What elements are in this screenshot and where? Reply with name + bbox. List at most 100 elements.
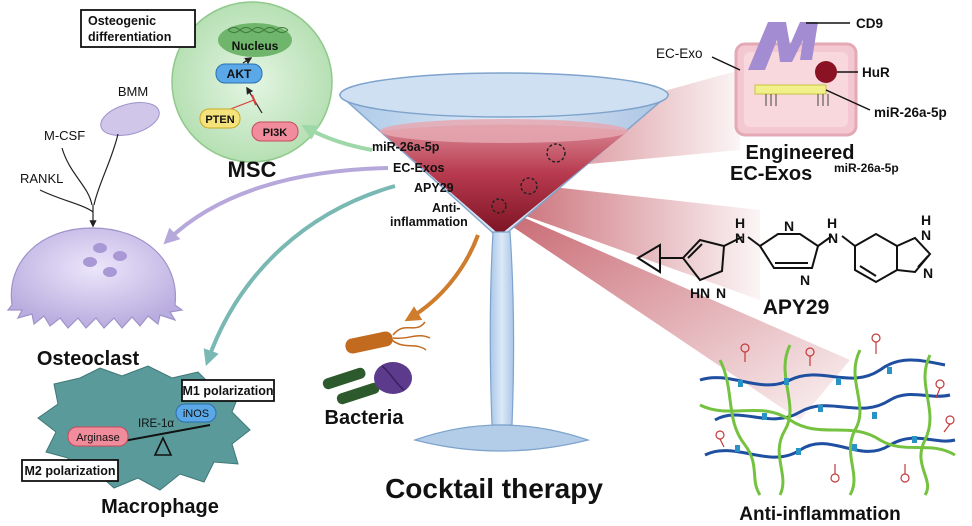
- drug-tag: [935, 379, 945, 389]
- ecexos-label: EC-Exos: [730, 163, 812, 185]
- atom-h2: H: [827, 215, 837, 231]
- pten-label: PTEN: [205, 114, 234, 126]
- akt-to-nucleus-arrow: [242, 57, 253, 65]
- cocktail-glass: miR-26a-5p EC-Exos APY29 Anti- inflammat…: [338, 72, 670, 452]
- flagella: [391, 321, 431, 351]
- apy29-label: APY29: [763, 296, 830, 319]
- bmm-line: [93, 133, 119, 206]
- arrow-to-macrophage: [203, 184, 396, 367]
- pi3k-node: [251, 121, 299, 142]
- crosslink: [872, 412, 877, 419]
- m2-box: [21, 459, 119, 482]
- rankl-line: [39, 189, 94, 213]
- liquid-bubble-1: [546, 143, 566, 163]
- glass-label-inflammation: inflammation: [390, 215, 468, 229]
- osteogenic-line1: Osteogenic: [88, 14, 156, 28]
- benzimidazole-link: [841, 235, 856, 247]
- mcsf-label: M-CSF: [44, 128, 85, 143]
- glass-stem: [489, 231, 515, 426]
- blue-chain-2: [714, 392, 951, 422]
- arrow-to-bacteria: [404, 234, 480, 322]
- cd9-label: CD9: [856, 16, 883, 31]
- msc-panel: Nucleus AKT PTEN PI3K Osteogenic differe…: [80, 1, 333, 182]
- atom-n8: N: [716, 285, 726, 301]
- pyrazole-double: [687, 243, 703, 259]
- msc-label: MSC: [228, 157, 277, 182]
- atom-h3: H: [921, 212, 931, 228]
- atom-hn: H: [690, 285, 700, 301]
- osteogenic-line2: differentiation: [88, 30, 171, 44]
- drug-tag: [900, 473, 910, 483]
- pten-node: [199, 108, 241, 129]
- bacteria-label: Bacteria: [325, 407, 405, 429]
- pten-inhibit-bar: [251, 94, 257, 106]
- drug-tag: [945, 415, 955, 425]
- glass-label-anti: Anti-: [432, 201, 460, 215]
- effect-arrows: [163, 124, 480, 367]
- osteoclast-nucleus-1: [93, 243, 107, 253]
- crosslink: [735, 445, 740, 452]
- nucleus-label: Nucleus: [232, 39, 279, 53]
- osteoclast-panel: BMM M-CSF RANKL Osteoclast: [6, 84, 184, 370]
- osteoclast-cell: [6, 227, 184, 329]
- bmm-cell: [100, 102, 160, 136]
- arrow-to-osteoclast: [163, 166, 389, 245]
- crosslink: [852, 444, 857, 451]
- purple-bacterium-septum: [381, 365, 405, 391]
- arginase-node: [67, 426, 129, 447]
- ecexos-superscript: miR-26a-5p: [834, 161, 899, 175]
- crosslink: [887, 367, 892, 374]
- bacteria-panel: Bacteria: [322, 321, 431, 429]
- crosslink: [796, 448, 801, 455]
- macrophage-label: Macrophage: [101, 496, 219, 518]
- pyrimidine-left-bond: [747, 236, 761, 247]
- hur-protein: [815, 61, 837, 83]
- green-chain-4: [919, 354, 932, 496]
- akt-node: [215, 63, 263, 84]
- anti-inflammation-label: Anti-inflammation: [739, 504, 901, 525]
- glass-label-ecexos: EC-Exos: [393, 161, 444, 175]
- glass-foot: [412, 424, 591, 452]
- hur-label: HuR: [862, 65, 890, 80]
- drug-tag: [871, 333, 881, 343]
- green-chain-1: [718, 359, 762, 496]
- hydrogel-drug-tags: [715, 333, 955, 483]
- pyrimidine-right-bond: [817, 235, 833, 247]
- apy29-atoms: H N N N H N H N N H N N: [690, 212, 933, 301]
- ire-label: IRE-1α: [138, 418, 174, 430]
- rod-bacterium: [345, 331, 393, 354]
- crosslink: [738, 380, 743, 387]
- rankl-label: RANKL: [20, 171, 63, 186]
- osteoclast-nucleus-2: [113, 251, 127, 261]
- atom-n3: N: [800, 272, 810, 288]
- atom-n5: N: [921, 227, 931, 243]
- mir-pointer: [825, 89, 871, 111]
- crosslink: [836, 378, 841, 385]
- apy29-panel: [636, 232, 932, 284]
- page-title: Cocktail therapy: [385, 473, 603, 504]
- imidazole-double: [917, 255, 929, 268]
- atom-n6: N: [923, 265, 933, 281]
- benzene-ring: [854, 232, 898, 284]
- liquid-bubble-3: [491, 198, 507, 214]
- atom-n1: N: [735, 230, 745, 246]
- green-chain-5: [699, 403, 956, 457]
- cocktail-liquid: [380, 124, 628, 233]
- drug-tag: [715, 430, 725, 440]
- crosslink: [912, 436, 917, 443]
- exosome-panel: CD9 HuR miR-26a-5p EC-Exo Engineered EC-…: [656, 16, 947, 185]
- mirna-strand: [754, 84, 827, 95]
- atom-n4: N: [828, 230, 838, 246]
- osteoclast-label: Osteoclast: [37, 348, 140, 370]
- osteogenic-box: [80, 9, 196, 48]
- inos-label: iNOS: [183, 408, 209, 420]
- beam-to-anti-inflammation: [495, 205, 850, 420]
- akt-label: AKT: [227, 67, 252, 81]
- m2-label: M2 polarization: [25, 464, 116, 478]
- crosslink: [762, 413, 767, 420]
- m1-box: [181, 379, 275, 402]
- liquid-bubble-2: [520, 177, 538, 195]
- ecexo-label: EC-Exo: [656, 46, 703, 61]
